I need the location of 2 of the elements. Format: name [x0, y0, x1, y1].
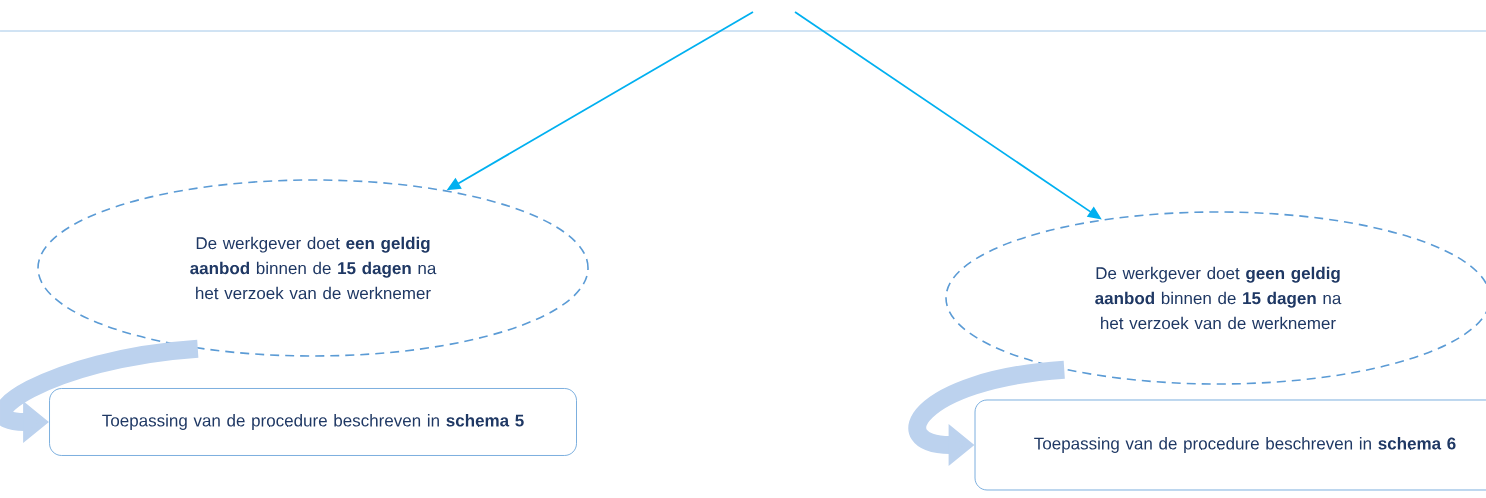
rounded-box: Toepassing van de procedure beschreven in schema 6	[974, 399, 1486, 491]
rounded-box: Toepassing van de procedure beschreven in schema 5	[49, 388, 577, 456]
